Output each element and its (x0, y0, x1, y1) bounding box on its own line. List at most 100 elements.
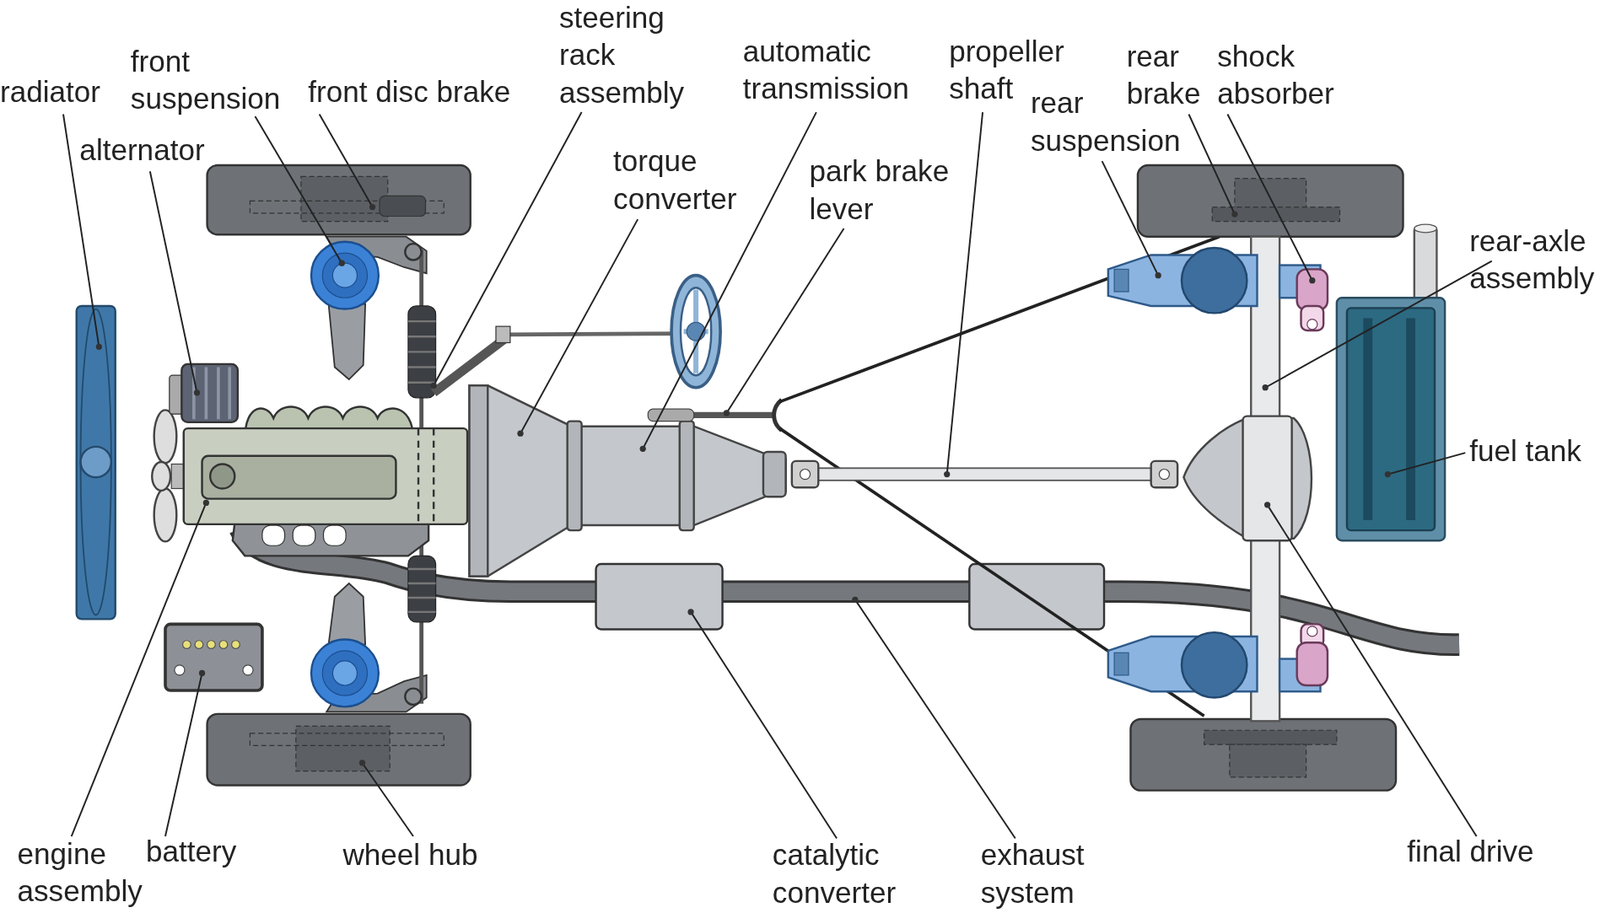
part-label: shock absorber (1217, 37, 1376, 114)
fan-blade (154, 489, 178, 543)
universal-joint (495, 326, 511, 343)
leader-line (165, 673, 203, 837)
leader-dot (203, 500, 210, 507)
leader-dot (851, 597, 858, 604)
strut-shape (328, 583, 367, 646)
leader-line (433, 112, 582, 386)
radiator-core (80, 309, 112, 616)
shock-absorber-shape (1297, 642, 1328, 686)
steering-wheel-inner (680, 287, 712, 376)
tank-rib (1406, 317, 1416, 521)
leader-dot (1309, 277, 1315, 284)
leader-dot (943, 471, 950, 478)
leader-dot (687, 608, 694, 615)
arm-bush (1114, 652, 1129, 676)
alternator-shape (181, 364, 238, 423)
engine-block (183, 428, 468, 525)
part-label: torque converter (613, 142, 782, 219)
leader-dot (430, 382, 437, 389)
leader-dot (1155, 272, 1162, 279)
fan-hub (151, 462, 171, 491)
leader-line (1188, 113, 1234, 215)
rack-boot (408, 555, 437, 623)
leader-line (1267, 505, 1477, 837)
boot-ridges (408, 569, 437, 613)
bell-housing-flange (469, 385, 489, 577)
leader-line (1265, 261, 1493, 388)
wheel-shape (207, 165, 471, 235)
part-label: propeller shaft (948, 32, 1108, 109)
leader-line (726, 228, 844, 414)
leader-line (1227, 113, 1312, 281)
leader-dot (339, 260, 345, 267)
radiator-shape (76, 306, 116, 620)
boot-ridges (408, 321, 437, 383)
transmission-band (679, 421, 695, 531)
leader-line (855, 599, 1016, 839)
fuel-tank-shape (1336, 297, 1445, 541)
battery-cell (219, 641, 228, 650)
hub-circle (322, 253, 367, 298)
universal-joint (1151, 461, 1178, 488)
catalytic-converter-shape (596, 564, 723, 630)
battery-shape (165, 624, 263, 691)
leader-dot (517, 430, 523, 437)
leader-dot (1264, 501, 1271, 508)
radiator-cap (80, 447, 112, 478)
battery-cell (207, 641, 216, 650)
alternator-fins (193, 367, 230, 421)
steering-shaft (505, 334, 692, 335)
transmission-shape (469, 385, 787, 577)
leader-line (254, 116, 342, 264)
leader-dot (1384, 471, 1391, 478)
transmission-band (567, 421, 582, 531)
leader-dot (199, 670, 205, 677)
shock-absorber-rod (1301, 306, 1325, 331)
part-label: exhaust system (980, 836, 1124, 913)
part-label: fuel tank (1469, 432, 1582, 471)
hub-circle (322, 651, 367, 696)
strut-shape (328, 304, 367, 381)
joint-pin (1158, 469, 1170, 480)
battery-terminal (242, 665, 254, 676)
steering-hub (686, 322, 706, 341)
arm-bush (1114, 269, 1129, 292)
part-label: rear-axle assembly (1469, 222, 1600, 299)
brake-drum-outline (1234, 178, 1307, 210)
leader-dot (1231, 210, 1238, 217)
manifold-port (292, 525, 316, 546)
part-label: automatic transmission (743, 32, 983, 109)
park-brake-handle (647, 409, 694, 422)
leader-dot (369, 204, 376, 211)
tie-rod-end (404, 689, 421, 706)
crossmember-outline (418, 428, 434, 525)
shock-eye (1307, 319, 1318, 330)
part-label: steering rack assembly (559, 0, 711, 113)
leader-lines (63, 112, 1493, 839)
leader-dot (96, 344, 103, 351)
part-label: catalytic converter (772, 836, 947, 913)
exhaust-manifold (232, 523, 429, 557)
tie-rod-end (404, 243, 421, 260)
axle-outline (249, 733, 444, 747)
leader-dot (193, 389, 200, 396)
leader-line (71, 502, 207, 837)
shock-eye (1307, 626, 1318, 637)
part-label: radiator (0, 73, 101, 112)
brake-drum-outline (1229, 744, 1307, 778)
part-label: rear brake (1126, 37, 1229, 114)
muffler-shape (969, 564, 1105, 630)
filler-cap (1414, 224, 1438, 233)
leader-line (150, 171, 198, 394)
hub-circle (311, 242, 379, 310)
part-label: rear suspension (1030, 84, 1220, 161)
hub-circle (332, 263, 357, 288)
leader-dot (723, 409, 730, 416)
propeller-shaft-shape (811, 468, 1159, 481)
manifold-port (323, 525, 347, 546)
leader-dot (359, 759, 366, 766)
part-label: wheel hub (342, 836, 478, 875)
universal-joint (791, 461, 819, 488)
